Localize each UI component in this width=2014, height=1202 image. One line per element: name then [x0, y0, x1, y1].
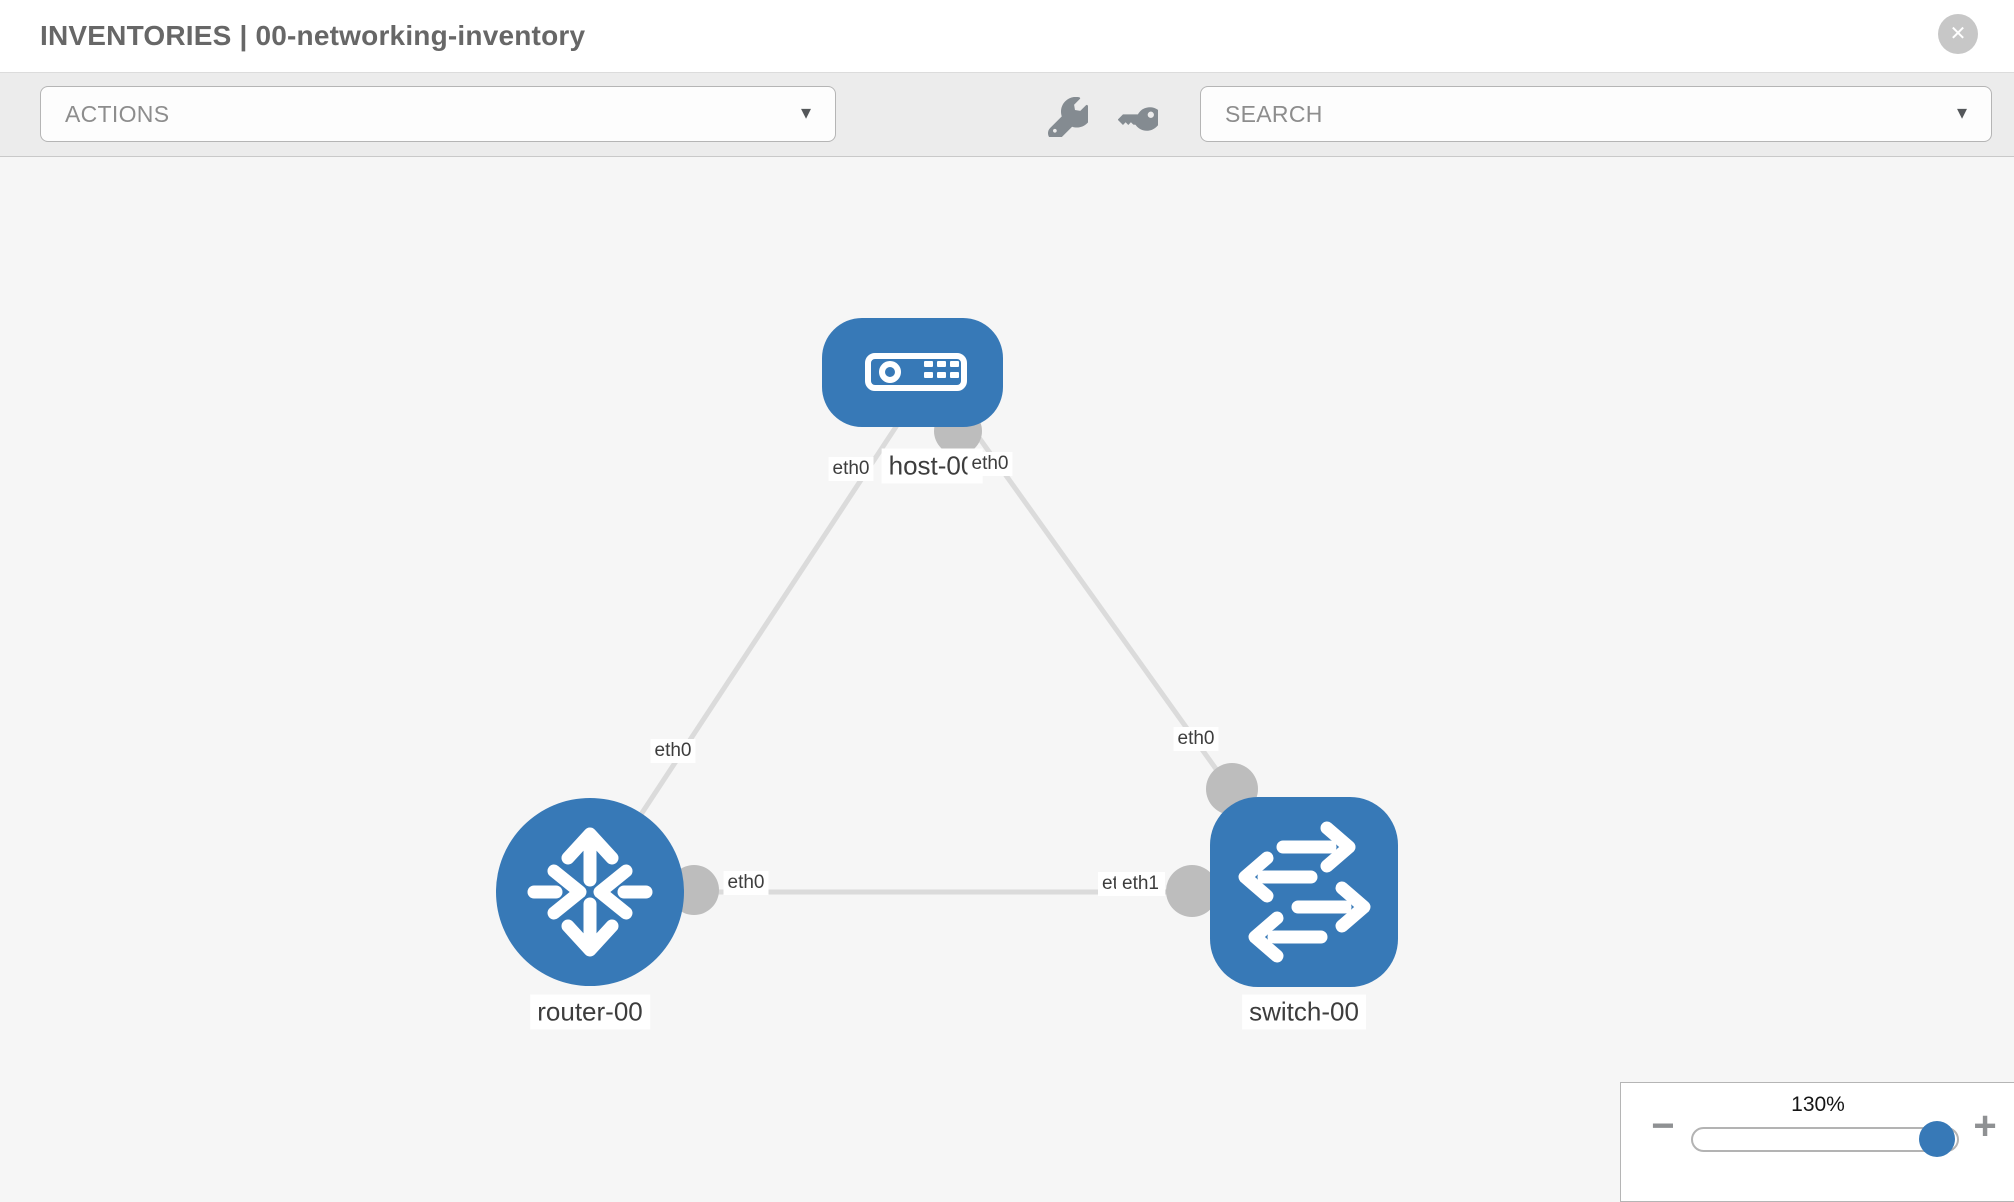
interface-label: eth0: [828, 457, 874, 481]
close-button[interactable]: ✕: [1938, 14, 1978, 54]
topology-canvas[interactable]: [0, 157, 2014, 1200]
zoom-out-button[interactable]: −: [1641, 1105, 1685, 1149]
switch-shape: [1210, 797, 1398, 987]
node-label: host-00: [881, 448, 983, 484]
node-label: switch-00: [1242, 994, 1366, 1030]
minus-icon: −: [1651, 1104, 1675, 1148]
node-router[interactable]: [496, 798, 684, 986]
actions-dropdown-label: ACTIONS: [65, 101, 170, 127]
caret-down-icon: ▾: [1956, 102, 1967, 124]
page-header: INVENTORIES | 00-networking-inventory ✕: [0, 0, 2014, 73]
configure-button[interactable]: [1048, 97, 1088, 137]
zoom-panel: 130% − +: [1620, 1082, 2014, 1202]
plus-icon: +: [1973, 1104, 1997, 1148]
zoom-in-button[interactable]: +: [1963, 1105, 2007, 1149]
actions-dropdown[interactable]: ACTIONS ▾: [40, 86, 836, 142]
page-title: INVENTORIES | 00-networking-inventory: [40, 20, 586, 51]
node-label: router-00: [530, 994, 650, 1030]
search-dropdown-label: SEARCH: [1225, 101, 1323, 127]
close-icon: ✕: [1949, 23, 1967, 45]
search-dropdown[interactable]: SEARCH ▾: [1200, 86, 1992, 142]
key-icon: [1118, 107, 1158, 131]
interface-label: eth0: [1173, 727, 1219, 751]
toolbar: ACTIONS ▾ SEARCH ▾: [0, 73, 2014, 157]
node-switch[interactable]: [1210, 797, 1398, 987]
wrench-icon: [1048, 97, 1088, 137]
node-host[interactable]: [822, 318, 1003, 427]
interface-label: eth0: [650, 739, 696, 763]
key-button[interactable]: [1118, 97, 1158, 137]
router-icon: [527, 827, 653, 957]
server-icon: [865, 353, 967, 391]
link-host-router[interactable]: [587, 370, 935, 894]
zoom-slider-thumb[interactable]: [1919, 1121, 1955, 1157]
interface-label: eth0: [967, 452, 1013, 476]
zoom-slider[interactable]: [1691, 1121, 1959, 1157]
interface-label: eth1: [1116, 872, 1165, 896]
host-shape: [822, 318, 1003, 427]
interface-dot: [1166, 865, 1218, 917]
switch-icon: [1238, 821, 1371, 963]
zoom-level-label: 130%: [1791, 1093, 1845, 1116]
interface-label: eth0: [723, 871, 769, 895]
caret-down-icon: ▾: [800, 102, 811, 124]
router-shape: [496, 798, 684, 986]
